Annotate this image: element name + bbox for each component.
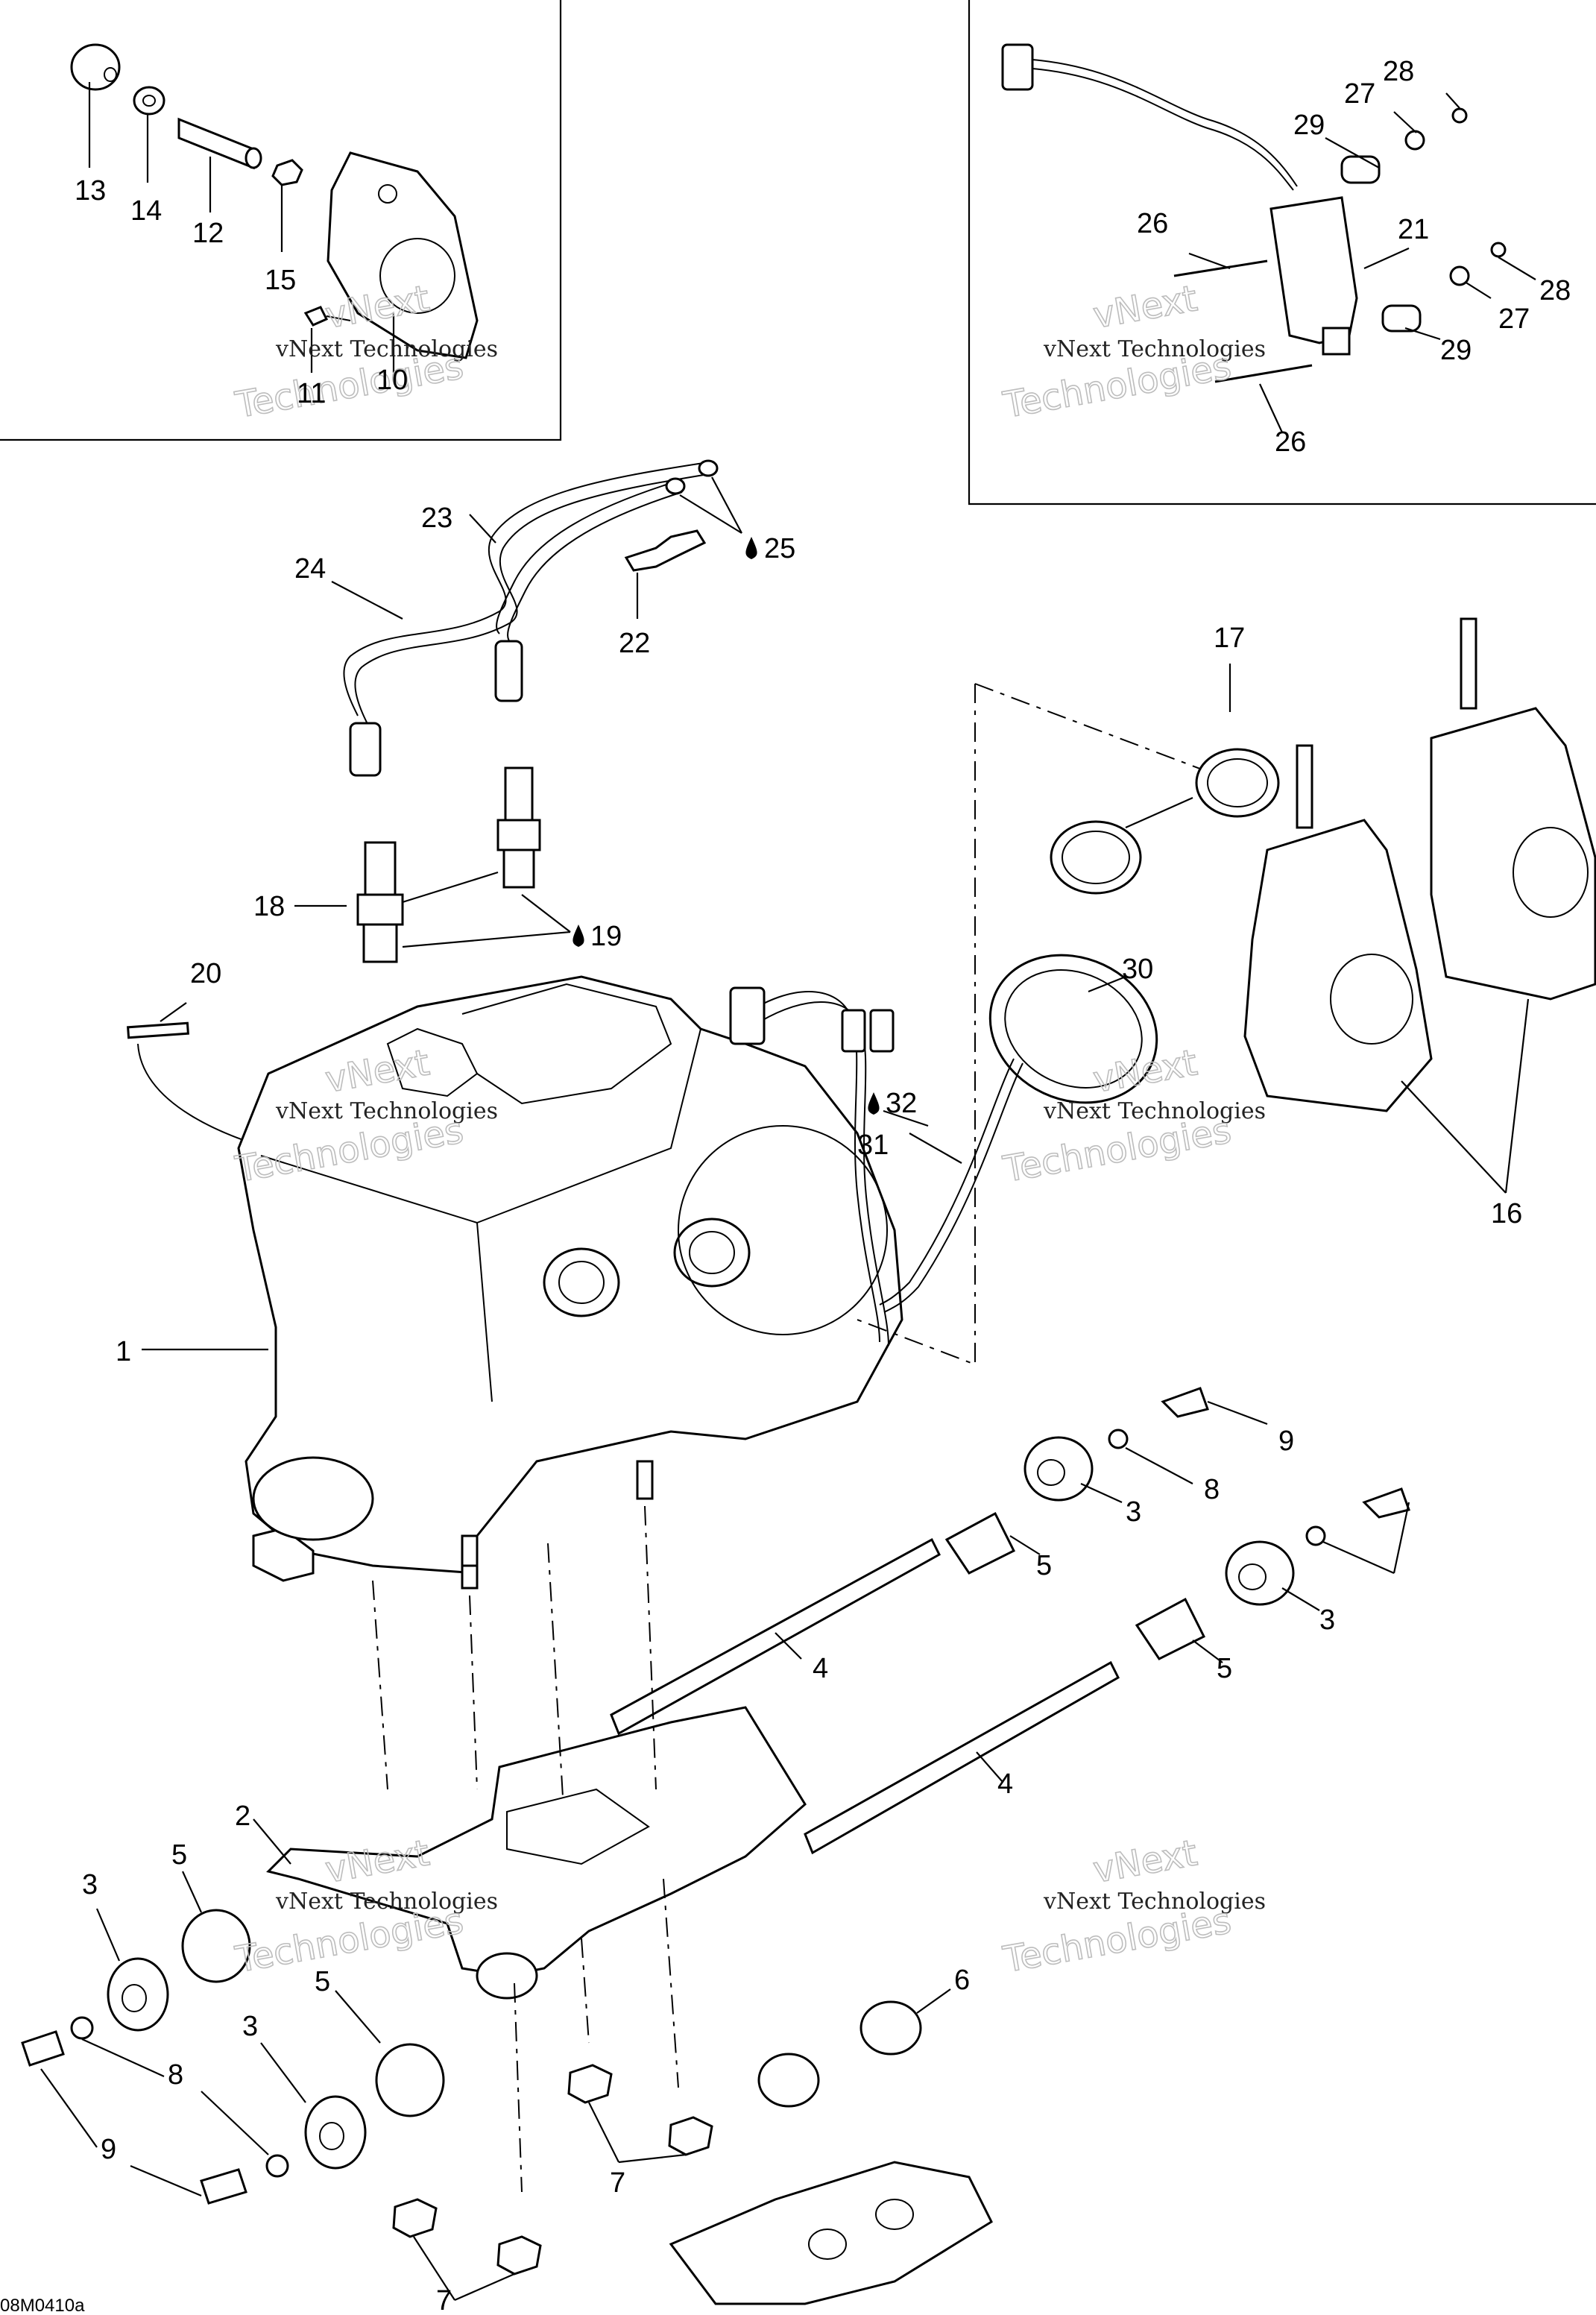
callout-32: 32 (886, 1088, 917, 1119)
spark-plugs (356, 766, 541, 963)
svg-text:vNext Technologies: vNext Technologies (1043, 1098, 1266, 1124)
callout-30: 30 (1122, 954, 1153, 985)
svg-text:vNext: vNext (1090, 1832, 1200, 1892)
inset-ignition-coil (1001, 43, 1507, 383)
callout-28a: 28 (1383, 56, 1414, 87)
temperature-sensor (879, 954, 1158, 1313)
callout-21: 21 (1398, 214, 1429, 245)
svg-text:vNext Technologies: vNext Technologies (275, 1889, 498, 1915)
callout-18: 18 (253, 891, 285, 922)
callout-8a: 8 (1204, 1474, 1220, 1505)
front-mounts (21, 1909, 713, 2275)
callout-29b: 29 (1440, 335, 1472, 366)
callout-3b: 3 (1319, 1604, 1335, 1636)
mount-shafts-leaders (775, 1400, 1410, 1783)
callout-20: 20 (190, 958, 221, 989)
svg-text:vNext: vNext (1090, 277, 1200, 337)
callout-2: 2 (235, 1801, 250, 1832)
callout-26a: 26 (1137, 208, 1168, 239)
spark-plugs-leaders (294, 871, 571, 948)
callout-7a: 7 (610, 2167, 625, 2199)
callout-5b: 5 (1217, 1653, 1232, 1684)
callout-15: 15 (265, 265, 296, 296)
callout-26b: 26 (1275, 426, 1306, 458)
front-mounts-leaders (40, 1871, 687, 2302)
part-callouts: 13 14 12 15 11 10 28 27 29 26 21 28 27 2… (75, 56, 1571, 2315)
callout-5a: 5 (1036, 1550, 1052, 1581)
svg-text:vNext Technologies: vNext Technologies (275, 1098, 498, 1124)
svg-text:vNext Technologies: vNext Technologies (1043, 1889, 1266, 1915)
svg-text:vNext Technologies: vNext Technologies (275, 336, 498, 362)
ignition-wires-leaders (331, 476, 742, 620)
inset-mount-plate (70, 43, 479, 359)
callout-25: 25 (764, 533, 795, 564)
callout-9a: 9 (1278, 1426, 1294, 1457)
callout-23: 23 (421, 503, 452, 534)
callout-9b: 9 (101, 2134, 116, 2165)
callout-8b: 8 (168, 2059, 183, 2091)
inset-ignition-coil-leaders (1188, 92, 1536, 433)
callout-4a: 4 (813, 1653, 828, 1684)
callout-17: 17 (1214, 623, 1245, 654)
carburetors-leaders (1125, 664, 1530, 1194)
callout-27a: 27 (1344, 78, 1375, 110)
callout-16: 16 (1491, 1198, 1522, 1229)
inset-mount-plate-leaders (88, 82, 395, 373)
callout-7b: 7 (436, 2285, 452, 2315)
carburetors (1050, 617, 1596, 1112)
callout-31: 31 (857, 1130, 889, 1161)
engine-cradle-leaders (253, 1505, 679, 2193)
inset-frames (0, 0, 1596, 505)
drawing-code: 08M0410a (0, 2296, 85, 2315)
callout-29a: 29 (1293, 110, 1325, 141)
carburetor-alignment-lines (857, 683, 1238, 1366)
callout-11: 11 (297, 378, 326, 409)
svg-text:vNext Technologies: vNext Technologies (1043, 336, 1266, 362)
callout-27b: 27 (1498, 303, 1530, 335)
callout-19: 19 (590, 921, 622, 952)
callout-13: 13 (75, 175, 106, 207)
callout-4b: 4 (997, 1768, 1013, 1800)
callout-28b: 28 (1539, 275, 1571, 306)
callout-3a: 3 (1126, 1496, 1141, 1528)
callout-5d: 5 (315, 1966, 330, 1997)
mount-shafts (610, 1387, 1410, 1855)
ignition-wires (343, 459, 719, 777)
callout-12: 12 (192, 218, 224, 249)
drop-icon (573, 537, 880, 1115)
callout-22: 22 (619, 628, 650, 659)
callout-3c: 3 (82, 1869, 98, 1900)
callout-5c: 5 (171, 1839, 187, 1871)
callout-1: 1 (116, 1336, 131, 1367)
engine-cradle (266, 1706, 807, 2000)
callout-6: 6 (954, 1965, 970, 1996)
rear-support (669, 1988, 993, 2305)
callout-24: 24 (294, 553, 326, 585)
callout-14: 14 (130, 195, 162, 227)
engine-assembly (237, 975, 903, 1590)
callout-10: 10 (376, 365, 408, 396)
callout-3d: 3 (242, 2011, 258, 2042)
